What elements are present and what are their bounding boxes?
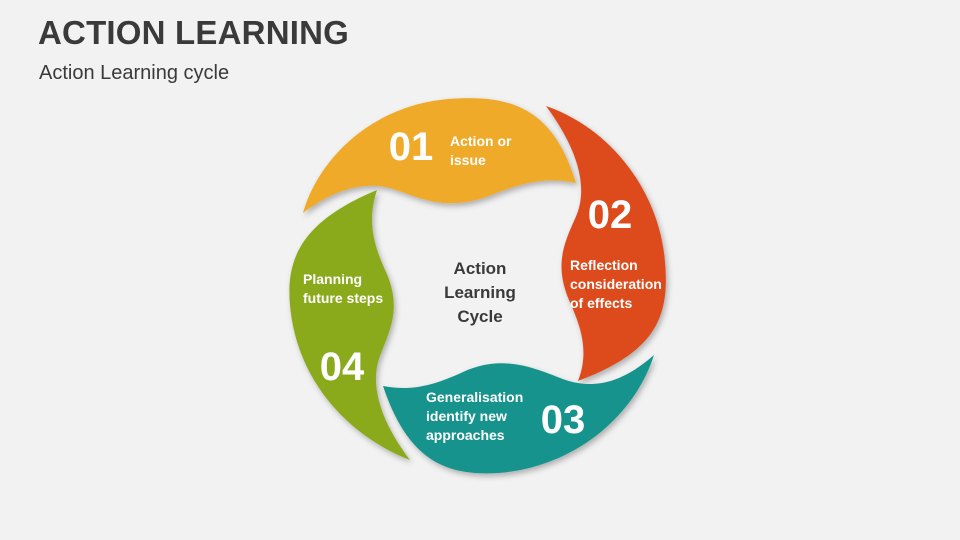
segment-03-shape	[383, 355, 654, 474]
segment-02-shape	[546, 106, 666, 381]
segment-02-text-line-2: consideration	[570, 276, 662, 292]
segment-01-text-line-2: issue	[450, 152, 486, 168]
segment-01-number: 01	[389, 125, 434, 169]
center-label-line-2: Learning	[444, 283, 516, 302]
center-label-line-1: Action	[454, 259, 507, 278]
segment-03-text-line-3: approaches	[426, 427, 505, 443]
segment-04-number: 04	[320, 345, 365, 389]
segment-02-text-line-1: Reflection	[570, 257, 638, 273]
page-subtitle: Action Learning cycle	[39, 62, 230, 84]
segment-04-text-line-2: future steps	[303, 290, 383, 306]
center-label-line-3: Cycle	[457, 307, 502, 326]
segment-03-text-line-1: Generalisation	[426, 389, 523, 405]
segment-02-number: 02	[588, 193, 633, 237]
segment-04-shape	[289, 190, 410, 460]
segment-04-text-line-1: Planning	[303, 271, 362, 287]
page-title: ACTION LEARNING	[38, 14, 349, 51]
segment-01-shape	[303, 98, 576, 213]
segment-01-text-line-1: Action or	[450, 133, 512, 149]
segment-03-text-line-2: identify new	[426, 408, 507, 424]
segment-03-number: 03	[541, 398, 586, 442]
segment-02-text-line-3: of effects	[570, 295, 632, 311]
